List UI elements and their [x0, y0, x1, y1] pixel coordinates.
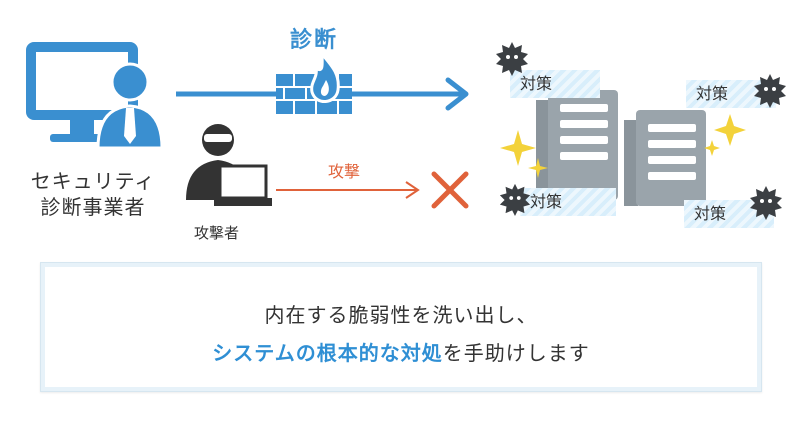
message-rest: を手助けします [442, 341, 590, 365]
message-line1: 内在する脆弱性を洗い出し、 [264, 303, 538, 327]
countermeasure-tag: 対策 [510, 70, 600, 98]
server-left-icon [536, 90, 626, 200]
diagnosis-title: 診断 [290, 28, 339, 53]
message-box: 内在する脆弱性を洗い出し、 システムの根本的な対処を手助けします [40, 262, 762, 392]
firewall-icon [272, 50, 356, 116]
sparkle-icon [700, 112, 750, 162]
blocked-x-icon [428, 168, 472, 212]
virus-icon [498, 182, 532, 216]
attack-arrow [276, 176, 426, 206]
hacker-laptop-icon [186, 124, 272, 206]
sparkle-icon [498, 128, 552, 182]
security-vendor-label: セキュリティ 診断事業者 [30, 169, 156, 219]
virus-icon [752, 72, 788, 108]
monitor-person-icon [26, 42, 164, 150]
attacker-illustration [180, 120, 280, 220]
attack-label: 攻撃 [328, 162, 361, 181]
security-vendor-illustration [18, 36, 168, 156]
server-right-icon [624, 110, 714, 210]
virus-icon [748, 184, 784, 220]
message-line2: システムの根本的な対処を手助けします [41, 337, 761, 366]
virus-icon [494, 40, 530, 76]
message-highlight: システムの根本的な対処 [212, 341, 443, 365]
attacker-label: 攻撃者 [194, 224, 240, 242]
countermeasure-tag: 対策 [520, 188, 616, 216]
